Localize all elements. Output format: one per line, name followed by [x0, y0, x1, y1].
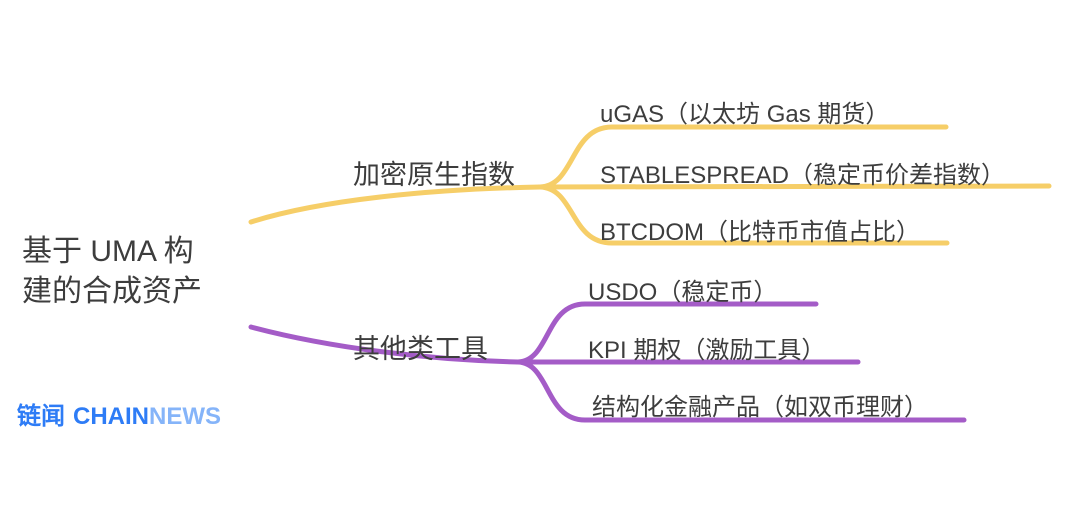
node-btcdom: BTCDOM（比特币市值占比） — [600, 219, 920, 246]
branch-crypto-native-index: 加密原生指数 — [353, 160, 515, 190]
node-ugas: uGAS（以太坊 Gas 期货） — [600, 101, 890, 128]
branch-other-tools: 其他类工具 — [353, 334, 488, 364]
root-node: 基于 UMA 构 建的合成资产 — [22, 232, 202, 312]
logo-cn-text: 链闻 — [17, 403, 65, 430]
node-structured-product: 结构化金融产品（如双币理财） — [592, 394, 928, 421]
connector-crypto-index-main — [248, 184, 543, 225]
connector-usdo — [515, 301, 819, 365]
node-kpi-option: KPI 期权（激励工具） — [588, 337, 826, 364]
node-usdo: USDO（稳定币） — [588, 279, 778, 306]
root-node-line2: 建的合成资产 — [22, 275, 202, 308]
connector-stablespread — [537, 183, 1052, 190]
chainnews-logo: 链闻 CHAINNEWS — [17, 396, 221, 431]
connector-other-tools-main — [248, 324, 521, 365]
connector-btcdom — [537, 184, 950, 246]
connector-structured-product — [515, 359, 967, 423]
node-stablespread: STABLESPREAD（稳定币价差指数） — [600, 162, 1005, 189]
logo-chain-text: CHAIN — [73, 403, 149, 430]
logo-news-text: NEWS — [149, 403, 221, 430]
connector-ugas — [537, 124, 949, 190]
root-node-line1: 基于 UMA 构 — [22, 235, 194, 268]
